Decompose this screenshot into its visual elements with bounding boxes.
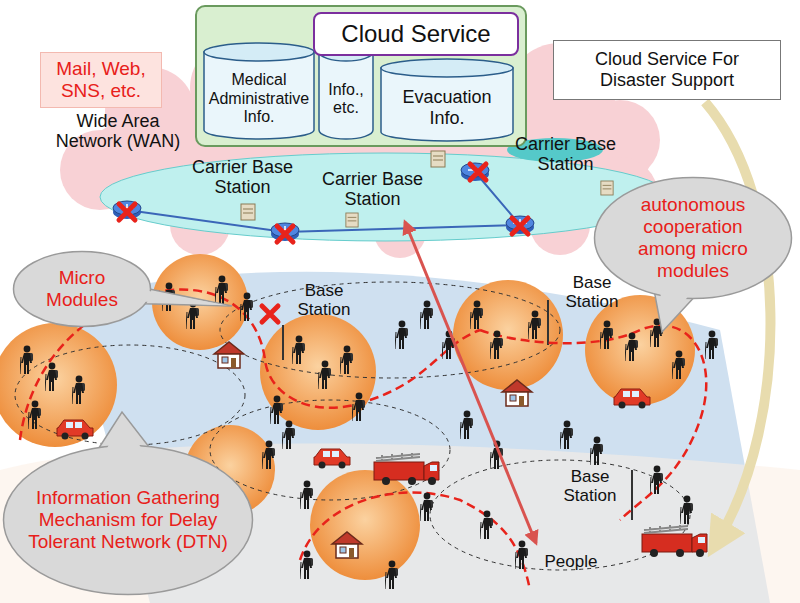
text-holder: Micro Modules [30,267,134,311]
node-label: Micro Modules [30,267,134,311]
text-holder: Cloud Service [313,12,519,56]
text-holder: Cloud Service For Disaster Support [560,44,774,96]
bubble-joint [660,290,690,328]
base-station-poles [283,300,632,520]
text-holder: Medical Administrative Info. [206,62,312,136]
free-label: Base Station [554,468,626,505]
speech-bubble: autonomous cooperation among micro modul… [593,176,793,300]
cylinder-body [204,52,314,139]
support-arrow [705,102,770,540]
text-holder: Mail, Web, SNS, etc. [47,56,155,104]
text-holder: Evacuation Info. [383,78,511,138]
free-label: Carrier Base Station [315,170,430,210]
free-label: Base Station [556,274,628,311]
node-label: Info., etc. [321,81,371,118]
text-holder: autonomous cooperation among micro modul… [623,194,763,281]
houses [214,342,532,558]
text-holder: Info., etc. [321,62,371,136]
ground-band [0,272,800,603]
node-label: Cloud Service [341,20,490,48]
note-box: Mail, Web, SNS, etc. [40,52,162,108]
bubble-body [14,252,151,327]
free-label: People [540,553,602,572]
bubble-joint [141,290,228,305]
dtn-paths [20,290,706,590]
bubble-body [4,446,253,595]
orange-regions [0,254,695,580]
bubble-body [595,178,792,299]
failure-mark [262,306,278,322]
database-cylinder: Info., etc. [318,42,374,140]
free-label: Wide Area Network (WAN) [48,112,188,152]
coverage-ellipses [15,282,690,570]
free-label: Carrier Base Station [185,158,300,198]
link-arrow [405,222,536,543]
node-label: Information Gathering Mechanism for Dela… [28,487,228,553]
text-holder: Information Gathering Mechanism for Dela… [28,487,228,553]
cylinder-top [381,59,513,77]
container-box: Cloud ServiceMedical Administrative Info… [195,5,527,147]
node-label: Evacuation Info. [383,87,511,128]
bubble-joint [105,416,144,453]
database-cylinder: Medical Administrative Info. [203,42,315,140]
cylinder-body [319,52,373,139]
free-label: Base Station [288,282,360,319]
cylinder-top [204,43,314,61]
database-cylinder: Evacuation Info. [380,58,514,142]
free-label: Carrier Base Station [508,135,623,175]
cylinder-body [381,68,513,141]
callout-box: Cloud Service For Disaster Support [553,40,781,100]
node-label: Mail, Web, SNS, etc. [47,58,155,102]
speech-bubble: Micro Modules [12,250,152,328]
speech-bubble: Information Gathering Mechanism for Dela… [2,444,254,596]
people [20,276,718,589]
cylinder-top [319,43,373,61]
node-label: Cloud Service For Disaster Support [560,49,774,90]
node-label: autonomous cooperation among micro modul… [623,194,763,281]
node-label: Medical Administrative Info. [206,71,312,126]
